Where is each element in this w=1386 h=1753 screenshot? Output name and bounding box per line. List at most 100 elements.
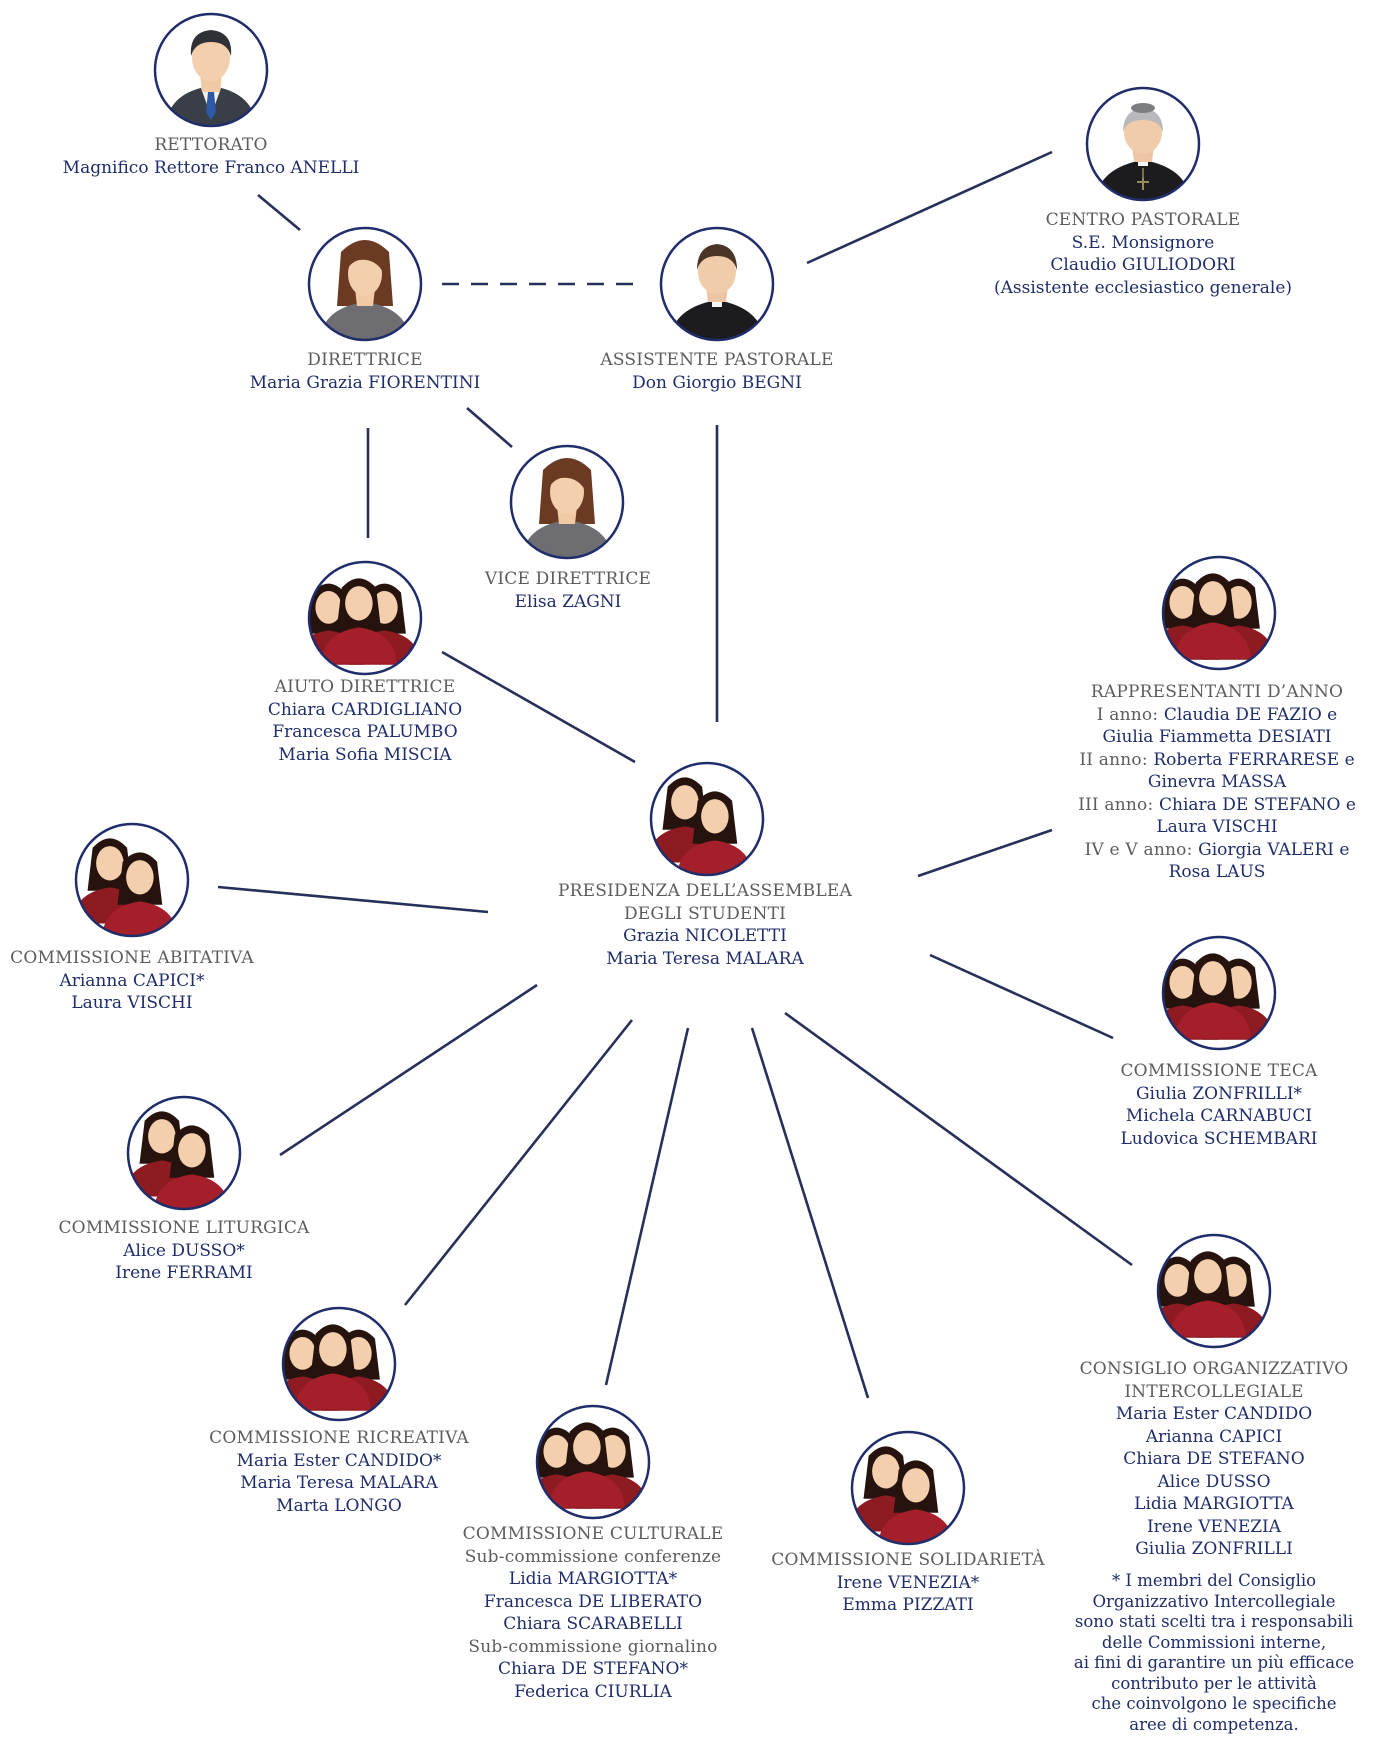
commissione-solidarieta-label: COMMISSIONE SOLIDARIETÀ Irene VENEZIA* E…	[708, 1549, 1108, 1617]
group-three-icon	[281, 1306, 397, 1422]
connector-aiuto-presidenza	[441, 650, 636, 764]
member-name: Chiara DE STEFANO*	[498, 1659, 688, 1679]
member-name: Chiara CARDIGLIANO	[267, 699, 463, 720]
node-title: RETTORATO	[154, 135, 268, 155]
connector-assistente-centro	[806, 150, 1053, 265]
member-name: Grazia NICOLETTI	[623, 926, 787, 946]
member-name: Claudio GIULIODORI	[1050, 255, 1236, 275]
member-name: Maria Sofia MISCIA	[278, 744, 452, 765]
year-row: Ginevra MASSA	[1017, 771, 1386, 794]
node-title: COMMISSIONE CULTURALE	[462, 1524, 724, 1544]
connector-rettorato-direttrice	[257, 194, 301, 231]
rettorato-label: RETTORATO Magnifico Rettore Franco ANELL…	[11, 134, 411, 179]
footnote-line: contributo per le attività	[1111, 1673, 1317, 1693]
node-title: INTERCOLLEGIALE	[1124, 1381, 1304, 1402]
year-row: II anno: Roberta FERRARESE e	[1017, 749, 1386, 772]
group-two-icon	[126, 1095, 242, 1211]
year-row: I anno: Claudia DE FAZIO e	[1017, 704, 1386, 727]
member-name: Giorgia VALERI e	[1198, 839, 1350, 860]
connector-consiglio-presidenza	[784, 1011, 1133, 1267]
member-name: Arianna CAPICI*	[59, 970, 205, 991]
commissione-ricreativa-label: COMMISSIONE RICREATIVA Maria Ester CANDI…	[139, 1427, 539, 1517]
member-name: Laura VISCHI	[1156, 817, 1278, 837]
connector-rappresentanti-presidenza	[917, 828, 1053, 878]
member-name: Lidia MARGIOTTA*	[508, 1569, 678, 1589]
footnote: * I membri del Consiglio Organizzativo I…	[1014, 1571, 1386, 1735]
node-title: PRESIDENZA DELL’ASSEMBLEA	[558, 881, 852, 901]
year-prefix: III anno:	[1078, 794, 1160, 815]
year-prefix: IV e V anno:	[1084, 839, 1199, 860]
member-name: Maria Teresa MALARA	[606, 948, 804, 969]
node-title: CONSIGLIO ORGANIZZATIVO	[1079, 1359, 1349, 1379]
footnote-line: delle Commissioni interne,	[1101, 1632, 1327, 1652]
year-row: Rosa LAUS	[1017, 861, 1386, 884]
connector-culturale-presidenza	[604, 1027, 690, 1386]
footnote-line: sono stati scelti tra i responsabili	[1074, 1612, 1354, 1631]
connector-direttrice-vice	[466, 407, 513, 448]
member-name: Ginevra MASSA	[1147, 772, 1287, 792]
member-name: Chiara DE STEFANO	[1123, 1449, 1305, 1469]
connector-solidarieta-presidenza	[750, 1027, 870, 1399]
member-name: Francesca DE LIBERATO	[483, 1591, 703, 1612]
year-prefix: II anno:	[1079, 749, 1154, 770]
member-name: Emma PIZZATI	[842, 1595, 974, 1615]
year-row: Giulia Fiammetta DESIATI	[1017, 726, 1386, 749]
member-name: Irene VENEZIA	[1146, 1516, 1282, 1537]
presidenza-label: PRESIDENZA DELL’ASSEMBLEA DEGLI STUDENTI…	[505, 880, 905, 970]
member-name: Arianna CAPICI	[1145, 1426, 1283, 1447]
node-title: COMMISSIONE TECA	[1120, 1061, 1318, 1081]
member-name: Irene FERRAMI	[115, 1263, 253, 1283]
member-name: Ludovica SCHEMBARI	[1120, 1128, 1318, 1149]
member-name: Maria Teresa MALARA	[240, 1473, 438, 1493]
member-name: Don Giorgio BEGNI	[632, 372, 802, 393]
sub-commission-title: Sub-commissione conferenze	[464, 1546, 722, 1567]
group-two-icon	[649, 761, 765, 877]
group-three-icon	[535, 1404, 651, 1520]
year-prefix: I anno:	[1096, 704, 1164, 725]
member-name: Francesca PALUMBO	[272, 722, 458, 742]
member-name: Maria Grazia FIORENTINI	[249, 372, 481, 393]
year-row: III anno: Chiara DE STEFANO e	[1017, 794, 1386, 817]
node-title: RAPPRESENTANTI D’ANNO	[1090, 682, 1344, 702]
centro-pastorale-label: CENTRO PASTORALE S.E. Monsignore Claudio…	[943, 209, 1343, 299]
consiglio-label: CONSIGLIO ORGANIZZATIVO INTERCOLLEGIALE …	[1014, 1358, 1386, 1561]
rappresentanti-label: RAPPRESENTANTI D’ANNO I anno: Claudia DE…	[1017, 681, 1386, 884]
member-name: Irene VENEZIA*	[836, 1572, 980, 1593]
footnote-line: * I membri del Consiglio	[1111, 1571, 1317, 1590]
member-name: Chiara SCARABELLI	[503, 1614, 683, 1634]
member-name: Roberta FERRARESE e	[1153, 749, 1355, 770]
group-three-icon	[307, 560, 423, 676]
member-name: Maria Ester CANDIDO	[1115, 1404, 1313, 1424]
member-name: Elisa ZAGNI	[514, 591, 622, 612]
node-title: DEGLI STUDENTI	[623, 903, 787, 924]
connector-ricreativa-presidenza	[403, 1019, 634, 1306]
member-name: Alice DUSSO	[1157, 1471, 1271, 1492]
group-two-icon	[850, 1430, 966, 1546]
member-name: Magnifico Rettore Franco ANELLI	[62, 157, 360, 178]
commissione-liturgica-label: COMMISSIONE LITURGICA Alice DUSSO* Irene…	[0, 1217, 384, 1285]
member-name: Alice DUSSO*	[123, 1240, 245, 1261]
priest-icon	[659, 226, 775, 342]
member-name: Claudia DE FAZIO e	[1163, 704, 1338, 725]
vice-direttrice-label: VICE DIRETTRICE Elisa ZAGNI	[368, 568, 768, 613]
member-name: Federica CIURLIA	[514, 1681, 672, 1702]
member-name: (Assistente ecclesiastico generale)	[993, 277, 1293, 298]
group-three-icon	[1156, 1233, 1272, 1349]
node-title: COMMISSIONE RICREATIVA	[209, 1428, 469, 1448]
man-suit-icon	[153, 12, 269, 128]
node-title: DIRETTRICE	[307, 350, 423, 370]
node-title: COMMISSIONE LITURGICA	[58, 1218, 310, 1238]
member-name: Maria Ester CANDIDO*	[236, 1450, 442, 1471]
commissione-abitativa-label: COMMISSIONE ABITATIVA Arianna CAPICI* La…	[0, 947, 332, 1015]
sub-commission-title: Sub-commissione giornalino	[468, 1636, 718, 1657]
footnote-line: Organizzativo Intercollegiale	[1092, 1591, 1336, 1611]
footnote-line: aree di competenza.	[1129, 1714, 1299, 1734]
member-name: Giulia ZONFRILLI	[1135, 1539, 1293, 1559]
member-name: Giulia ZONFRILLI*	[1135, 1083, 1303, 1104]
member-name: Lidia MARGIOTTA	[1134, 1494, 1294, 1514]
commissione-teca-label: COMMISSIONE TECA Giulia ZONFRILLI* Miche…	[1019, 1060, 1386, 1150]
node-title: ASSISTENTE PASTORALE	[600, 350, 834, 370]
member-name: S.E. Monsignore	[1071, 232, 1215, 253]
footnote-line: ai fini di garantire un più efficace	[1073, 1653, 1355, 1672]
woman-icon	[509, 444, 625, 560]
